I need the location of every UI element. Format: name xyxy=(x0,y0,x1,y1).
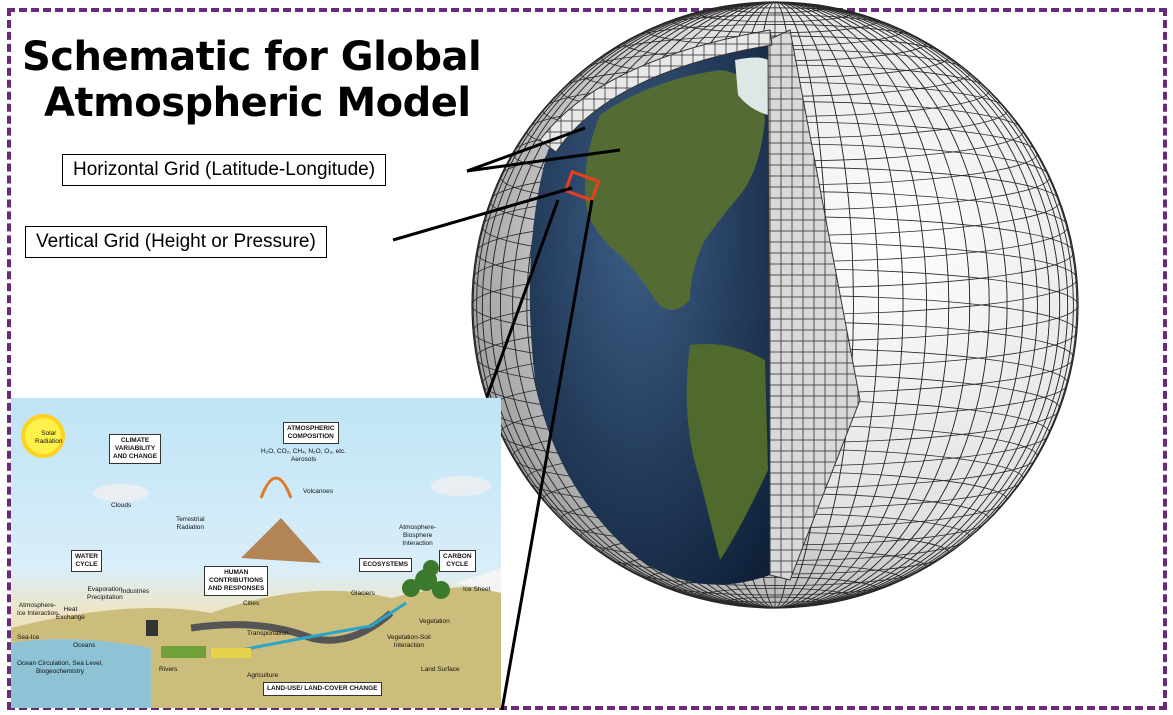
terrestrial-radiation-label: Terrestrial Radiation xyxy=(176,516,205,531)
south-america xyxy=(686,344,768,560)
dashed-frame xyxy=(7,8,1167,710)
page-title: Schematic for Global Atmospheric Model xyxy=(22,34,482,126)
earth-cutaway xyxy=(529,29,861,585)
cities-label: Cities xyxy=(243,600,260,607)
vegetation-label: Vegetation xyxy=(419,618,450,625)
heat-exchange-label: Heat Exchange xyxy=(56,606,85,621)
evaporation-label: Evaporation Precipitation xyxy=(87,586,123,601)
clouds-label: Clouds xyxy=(111,502,132,509)
glaciers-label: Glaciers xyxy=(351,590,375,597)
atmosphere-biosphere-label: Atmosphere- Biosphere Interaction xyxy=(399,524,437,547)
ice-sheet-label: Ice Sheet xyxy=(463,586,491,593)
ocean-circulation-label: Ocean Circulation, Sea Level, Biogeochem… xyxy=(17,660,103,675)
land-surface-label: Land Surface xyxy=(421,666,460,673)
title-line-1: Schematic for Global xyxy=(22,34,482,80)
vertical-grid-label: Vertical Grid (Height or Pressure) xyxy=(25,226,327,258)
cloud-icon xyxy=(93,484,149,502)
atmosphere-ice-label: Atmosphere- Ice Interaction xyxy=(17,602,58,617)
ecosystems-box: ECOSYSTEMS xyxy=(359,558,413,572)
atmospheric-gases-label: H₂O, CO₂, CH₄, N₂O, O₃, etc. Aerosols xyxy=(261,448,347,463)
grid-cell-highlight xyxy=(563,169,601,203)
rivers-label: Rivers xyxy=(159,666,178,673)
transportation-label: Transportation xyxy=(247,630,289,637)
climate-system-inset: Solar Radiation CLIMATE VARIABILITY AND … xyxy=(11,398,501,708)
carbon-cycle-box: CARBON CYCLE xyxy=(439,550,476,572)
horizontal-grid-label: Horizontal Grid (Latitude-Longitude) xyxy=(62,154,387,186)
sea-ice-label: Sea-Ice xyxy=(17,634,40,641)
land-use-box: LAND-USE/ LAND-COVER CHANGE xyxy=(263,682,382,696)
agriculture-label: Agriculture xyxy=(247,672,279,679)
cloud-icon xyxy=(431,476,491,496)
sun-icon xyxy=(21,414,65,458)
volcano-icon xyxy=(241,518,321,563)
water-cycle-box: WATER CYCLE xyxy=(71,550,102,572)
title-line-2: Atmospheric Model xyxy=(44,80,471,126)
oceans-label: Oceans xyxy=(73,642,96,649)
atmospheric-composition-box: ATMOSPHERIC COMPOSITION xyxy=(283,422,339,444)
greenland xyxy=(735,57,768,115)
volcanoes-label: Volcanoes xyxy=(303,488,333,495)
north-america xyxy=(584,70,765,310)
solar-radiation-label: Solar Radiation xyxy=(35,430,63,445)
human-contributions-box: HUMAN CONTRIBUTIONS AND RESPONSES xyxy=(204,566,269,596)
industries-label: Industries xyxy=(121,588,150,595)
vegetation-soil-label: Vegetation-Soil Interaction xyxy=(387,634,431,649)
climate-variability-box: CLIMATE VARIABILITY AND CHANGE xyxy=(109,434,162,464)
pointer-arrows xyxy=(392,126,621,711)
